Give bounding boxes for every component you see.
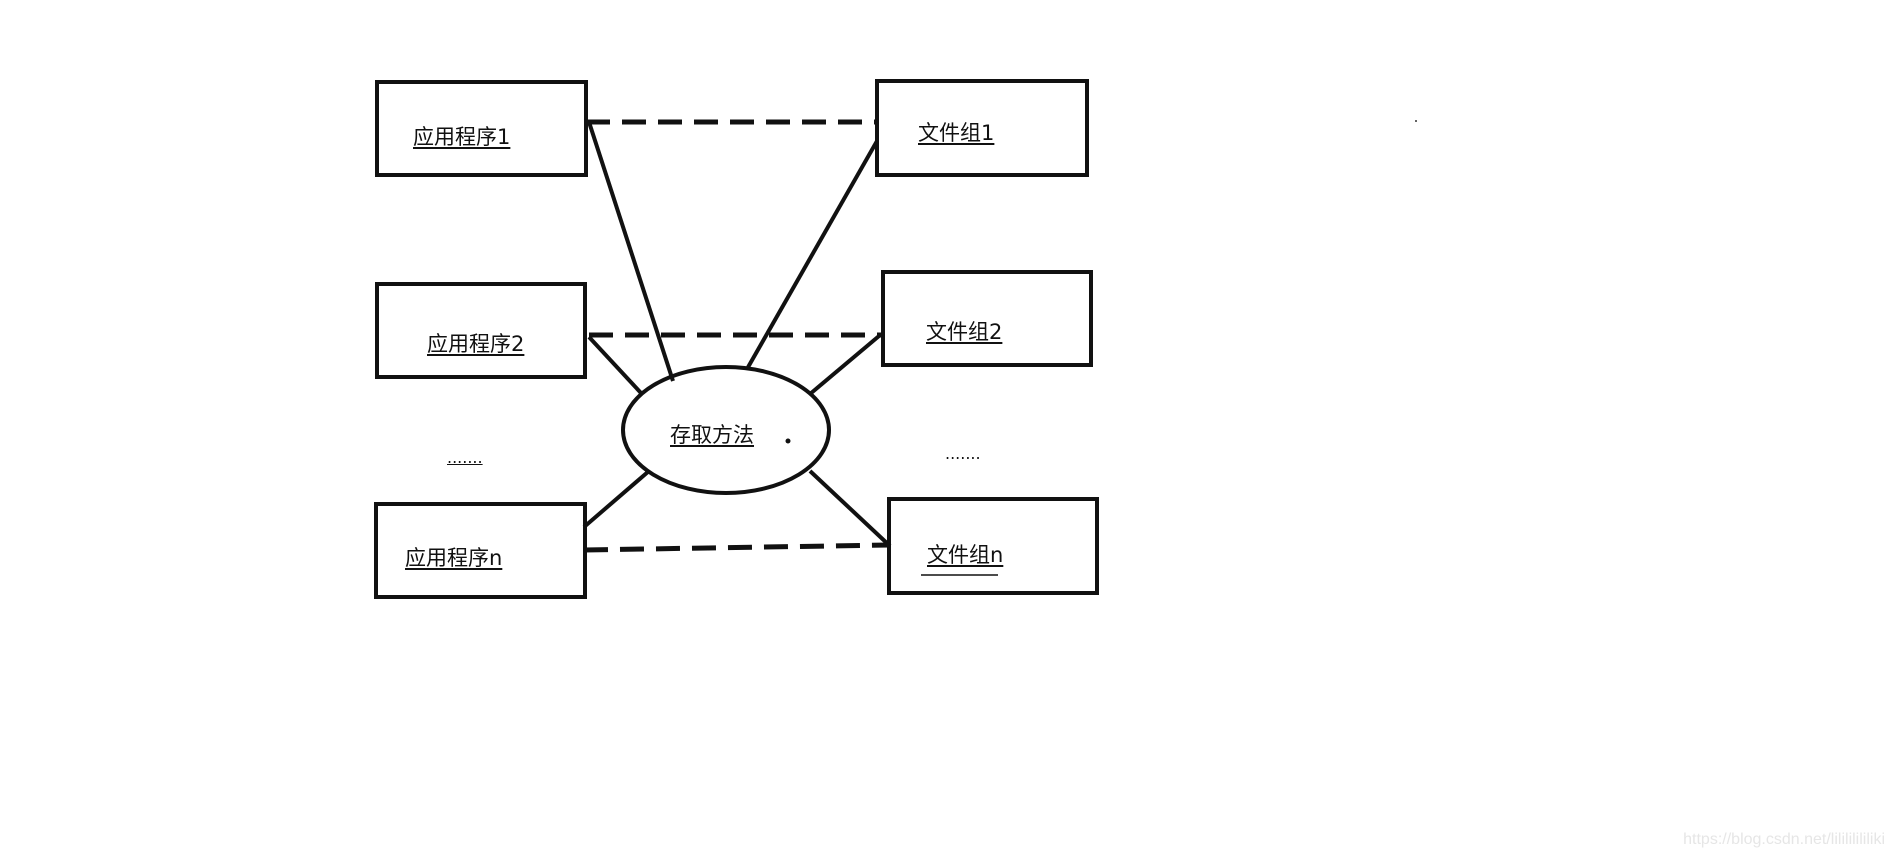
access-method-ellipse [621, 365, 831, 495]
dot-mark [785, 438, 791, 444]
app-box-2 [375, 282, 587, 379]
solid-link [808, 334, 881, 396]
ellipsis-right: ....... [945, 444, 981, 463]
solid-link [582, 469, 651, 529]
app-label-1: 应用程序1 [413, 125, 511, 149]
watermark: https://blog.csdn.net/lilililililiki [1683, 831, 1885, 848]
app-label-n: 应用程序n [405, 546, 503, 570]
ellipsis-left: ....... [447, 448, 483, 467]
file-group-box-1 [875, 79, 1089, 177]
file-group-label-1: 文件组1 [918, 121, 995, 145]
access-method-label: 存取方法 [670, 423, 754, 447]
solid-link [587, 121, 675, 382]
file-group-label-n: 文件组n [927, 543, 1004, 567]
app-label-2: 应用程序2 [427, 332, 525, 356]
file-group-box-2 [881, 270, 1093, 367]
dot-mark [1415, 120, 1417, 122]
app-box-1 [375, 80, 588, 177]
solid-link [808, 469, 892, 548]
solid-link [587, 335, 643, 395]
file-group-label-2: 文件组2 [926, 320, 1003, 344]
dashed-link [583, 542, 891, 553]
solid-link [745, 140, 879, 370]
